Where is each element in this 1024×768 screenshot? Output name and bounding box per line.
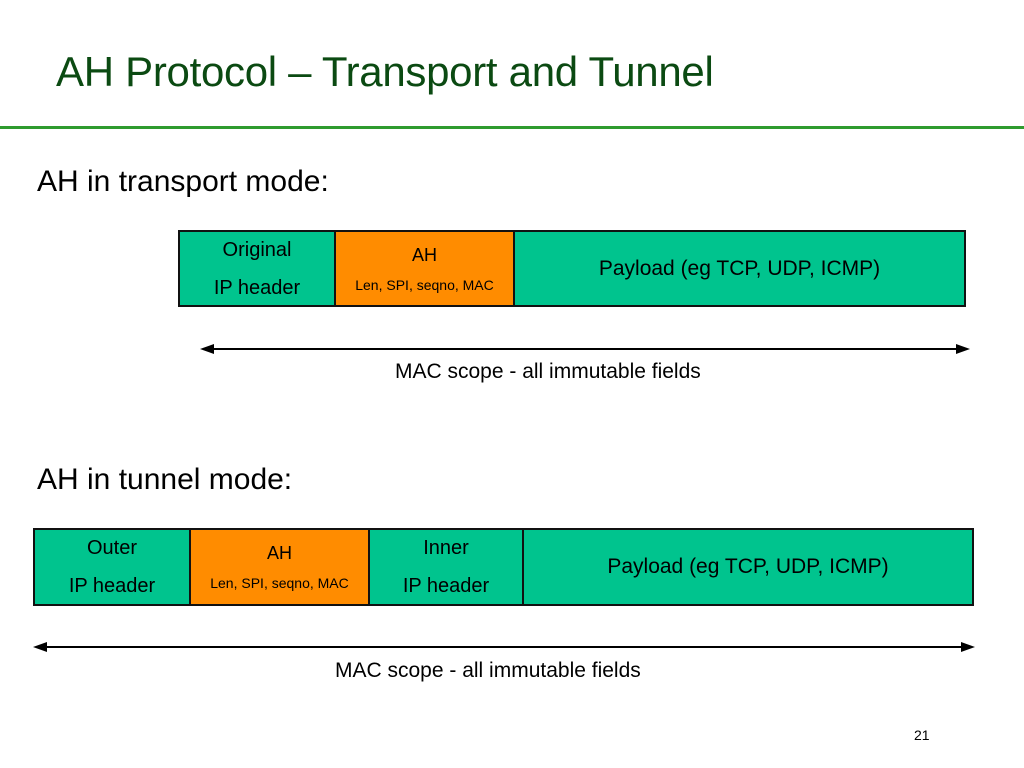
transport-payload-label: Payload (eg TCP, UDP, ICMP) xyxy=(598,256,881,280)
original-ip-header-line1: Original xyxy=(222,238,292,261)
tunnel-ah-contents: Len, SPI, seqno, MAC xyxy=(210,575,349,591)
title-divider xyxy=(0,126,1024,129)
transport-ah-name: AH xyxy=(411,244,437,265)
tunnel-ah-field: AH Len, SPI, seqno, MAC xyxy=(191,530,370,604)
tunnel-scope-label: MAC scope - all immutable fields xyxy=(335,659,641,682)
original-ip-header-line2: IP header xyxy=(213,276,301,299)
transport-ah-contents: Len, SPI, seqno, MAC xyxy=(355,276,494,293)
tunnel-payload-field: Payload (eg TCP, UDP, ICMP) xyxy=(524,530,972,604)
transport-packet: Original IP header AH Len, SPI, seqno, M… xyxy=(178,230,966,307)
tunnel-mode-label: AH in tunnel mode: xyxy=(37,463,293,496)
transport-mode-label: AH in transport mode: xyxy=(37,165,329,198)
tunnel-ah-name: AH xyxy=(266,543,292,563)
transport-ah-field: AH Len, SPI, seqno, MAC xyxy=(336,232,515,305)
transport-scope-arrow xyxy=(200,344,970,354)
outer-ip-header-field: Outer IP header xyxy=(35,530,191,604)
slide-title: AH Protocol – Transport and Tunnel xyxy=(56,48,714,95)
inner-ip-header-line1: Inner xyxy=(423,537,469,559)
page-number: 21 xyxy=(914,727,930,743)
transport-payload-field: Payload (eg TCP, UDP, ICMP) xyxy=(515,232,964,305)
inner-ip-header-line2: IP header xyxy=(402,575,490,597)
transport-scope-label: MAC scope - all immutable fields xyxy=(395,360,701,383)
original-ip-header-field: Original IP header xyxy=(180,232,336,305)
tunnel-scope-arrow xyxy=(33,642,975,652)
tunnel-packet: Outer IP header AH Len, SPI, seqno, MAC … xyxy=(33,528,974,606)
tunnel-payload-label: Payload (eg TCP, UDP, ICMP) xyxy=(607,555,889,578)
outer-ip-header-line2: IP header xyxy=(68,575,156,597)
inner-ip-header-field: Inner IP header xyxy=(370,530,524,604)
outer-ip-header-line1: Outer xyxy=(86,537,138,559)
